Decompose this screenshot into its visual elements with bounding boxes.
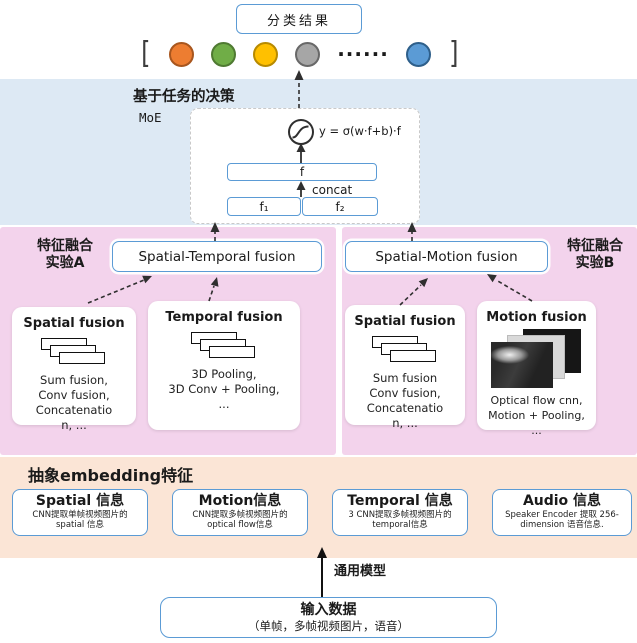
embedding-box-spatial-title: Spatial 信息: [35, 492, 125, 509]
general-model-label: 通用模型: [334, 564, 387, 579]
decision-section-title: 基于任务的决策: [133, 89, 235, 105]
card-temporal-fusion: Temporal fusion 3D Pooling, 3D Conv + Po…: [148, 301, 300, 430]
embedding-box-audio-title: Audio 信息: [522, 492, 602, 509]
classification-result-box: 分类结果: [236, 4, 362, 34]
ellipsis-dots: ······: [337, 42, 389, 66]
input-data-title: 输入数据: [300, 601, 357, 618]
card-temporal-fusion-body: 3D Pooling, 3D Conv + Pooling, ...: [168, 367, 280, 411]
embedding-box-temporal: Temporal 信息 3 CNN提取多帧视频图片的 temporal信息: [332, 489, 468, 536]
card-motion-fusion: Motion fusion Optical flow cnn, Motion +…: [477, 301, 596, 437]
card-motion-fusion-title: Motion fusion: [486, 310, 587, 325]
f-box: f: [227, 163, 377, 181]
experiment-b-label: 特征融合 实验B: [567, 238, 623, 271]
optical-flow-image: [490, 329, 583, 389]
card-motion-fusion-body: Optical flow cnn, Motion + Pooling, ...: [488, 394, 585, 437]
embedding-box-motion-subtitle: CNN提取多帧视频图片的 optical flow信息: [192, 509, 288, 531]
card-spatial-fusion-a: Spatial fusion Sum fusion, Conv fusion, …: [12, 307, 136, 432]
gate-formula: y = σ(w·f+b)·f: [319, 124, 401, 138]
card-spatial-fusion-a-body: Sum fusion, Conv fusion, Concatenatio n,…: [35, 373, 113, 432]
card-spatial-fusion-a-title: Spatial fusion: [23, 316, 125, 331]
input-data-subtitle: （单帧，多帧视频图片，语音）: [248, 618, 409, 633]
card-temporal-fusion-title: Temporal fusion: [165, 310, 283, 325]
stacked-frames-icon: [191, 332, 257, 361]
class-vector-row: [ ······ ]: [140, 39, 460, 69]
class-circle-yellow: [253, 41, 279, 67]
f1-box: f₁: [227, 197, 301, 216]
embedding-section-title: 抽象embedding特征: [28, 466, 194, 485]
f2-box: f₂: [302, 197, 378, 216]
class-circle-gray: [295, 41, 321, 67]
f2-label: f₂: [335, 199, 345, 214]
embedding-box-spatial-subtitle: CNN提取单帧视频图片的 spatial 信息: [32, 509, 128, 531]
spatial-motion-fusion-box: Spatial-Motion fusion: [345, 241, 548, 272]
embedding-box-audio: Audio 信息 Speaker Encoder 提取 256- dimensi…: [492, 489, 632, 536]
class-circle-orange: [169, 41, 195, 67]
embedding-box-temporal-title: Temporal 信息: [347, 492, 453, 509]
f1-label: f₁: [259, 199, 269, 214]
card-spatial-fusion-b-title: Spatial fusion: [354, 314, 456, 329]
spatial-motion-fusion-label: Spatial-Motion fusion: [375, 248, 518, 265]
sigmoid-icon: [288, 119, 314, 145]
input-data-box: 输入数据 （单帧，多帧视频图片，语音）: [160, 597, 497, 638]
bracket-right: ]: [448, 36, 459, 71]
stacked-frames-icon: [372, 336, 438, 365]
embedding-box-motion-title: Motion信息: [198, 492, 282, 509]
embedding-box-motion: Motion信息 CNN提取多帧视频图片的 optical flow信息: [172, 489, 308, 536]
classification-result-label: 分类结果: [266, 13, 331, 29]
f-label: f: [299, 165, 305, 179]
class-circle-green: [211, 41, 237, 67]
bracket-left: [: [141, 36, 152, 71]
experiment-a-label: 特征融合 实验A: [37, 238, 93, 271]
stacked-frames-icon: [41, 338, 107, 367]
concat-label: concat: [312, 183, 353, 197]
embedding-box-audio-subtitle: Speaker Encoder 提取 256- dimension 语音信息.: [505, 509, 619, 531]
embedding-box-temporal-subtitle: 3 CNN提取多帧视频图片的 temporal信息: [348, 509, 452, 531]
class-circle-blue: [405, 41, 431, 67]
card-spatial-fusion-b: Spatial fusion Sum fusion Conv fusion, C…: [345, 305, 465, 430]
moe-label: MoE: [139, 110, 162, 125]
spatial-temporal-fusion-label: Spatial-Temporal fusion: [138, 248, 296, 265]
card-spatial-fusion-b-body: Sum fusion Conv fusion, Concatenatio n, …: [366, 371, 444, 430]
embedding-box-spatial: Spatial 信息 CNN提取单帧视频图片的 spatial 信息: [12, 489, 148, 536]
spatial-temporal-fusion-box: Spatial-Temporal fusion: [112, 241, 322, 272]
